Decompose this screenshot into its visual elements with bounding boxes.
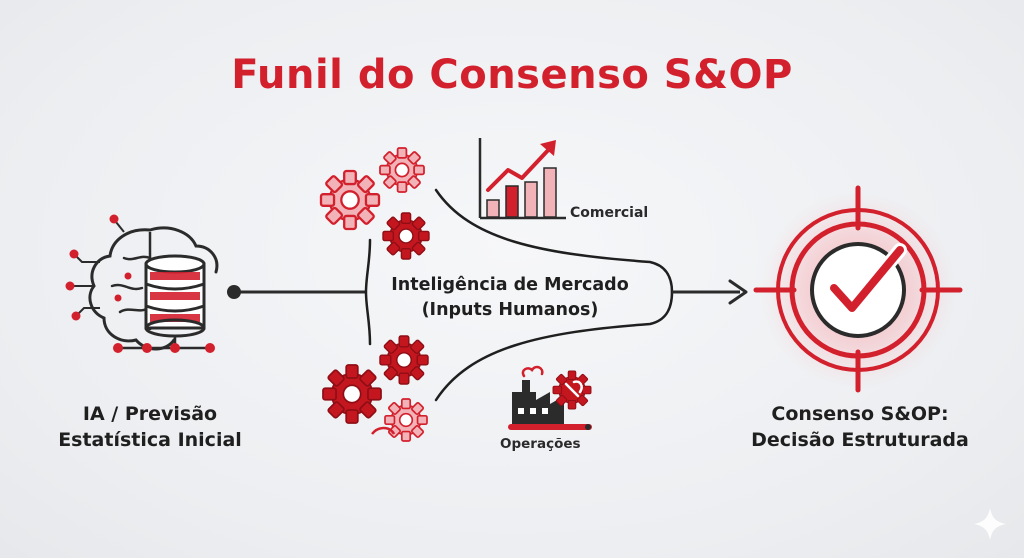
output-arrow xyxy=(672,279,748,305)
brain-database-icon xyxy=(65,214,219,353)
gears-top-icon xyxy=(319,147,430,260)
ai-forecast-label: IA / Previsão Estatística Inicial xyxy=(30,402,270,453)
consensus-label-line2: Decisão Estruturada xyxy=(751,428,969,451)
ai-forecast-label-line2: Estatística Inicial xyxy=(58,428,242,451)
gears-bottom-icon xyxy=(322,335,429,442)
page-title: Funil do Consenso S&OP xyxy=(231,52,793,98)
comercial-label: Comercial xyxy=(570,205,649,221)
factory-icon xyxy=(508,365,592,430)
market-intelligence-label-line1: Inteligência de Mercado xyxy=(391,275,629,295)
consensus-label-line1: Consenso S&OP: xyxy=(771,403,949,425)
input-connector xyxy=(227,285,366,299)
growth-chart-icon xyxy=(478,138,566,220)
target-check-icon xyxy=(753,185,963,393)
funnel-shape xyxy=(364,188,674,402)
consensus-label: Consenso S&OP: Decisão Estruturada xyxy=(730,402,990,453)
market-intelligence-label: Inteligência de Mercado (Inputs Humanos) xyxy=(365,273,655,324)
sparkle-icon xyxy=(974,508,1006,540)
ai-forecast-label-line1: IA / Previsão xyxy=(82,403,218,425)
market-intelligence-label-line2: (Inputs Humanos) xyxy=(421,300,599,321)
operacoes-label: Operações xyxy=(500,436,581,452)
